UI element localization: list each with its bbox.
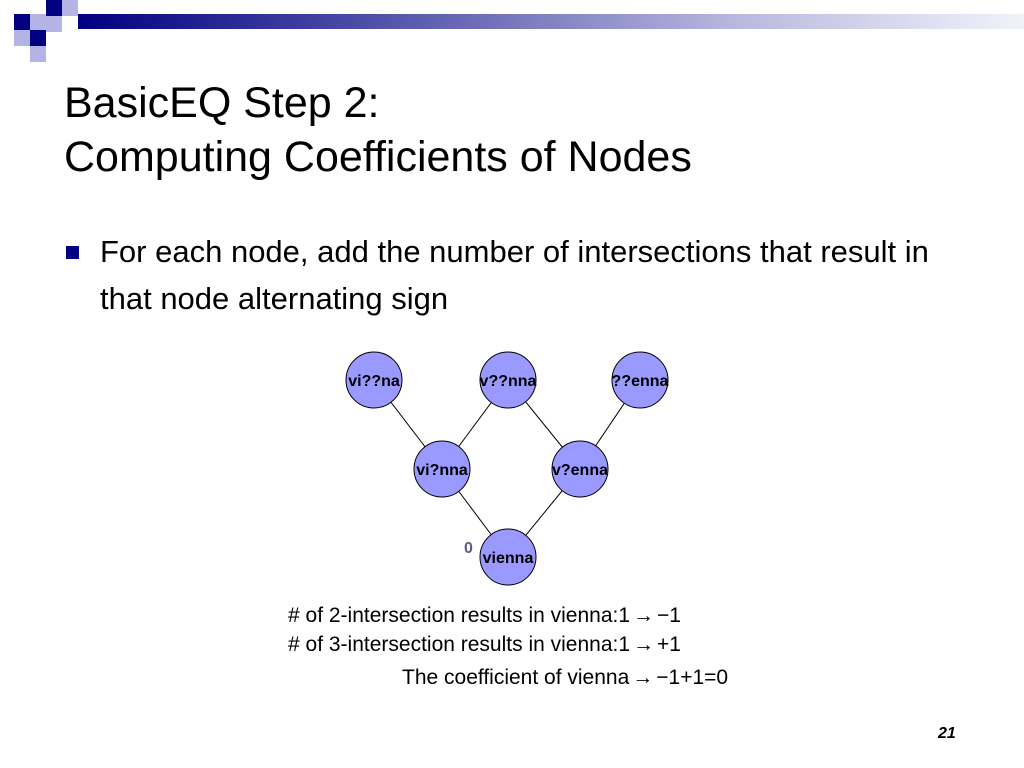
node-circle (479, 528, 537, 586)
nodes: vi??na v??nna ??enna vi?nna v?enna vienna (345, 351, 669, 586)
edge-n1-n4 (373, 379, 443, 470)
bullet-text: For each node, add the number of interse… (100, 234, 929, 316)
node-label: vi?nna (416, 462, 468, 479)
result-line-2-text: # of 3-intersection results in vienna:1 (288, 633, 631, 656)
node-viqnna: vi?nna (413, 440, 471, 498)
arrow-right-icon: → (633, 604, 655, 627)
result-line-3-value: −1+1=0 (656, 666, 729, 689)
result-line-2-value: +1 (657, 633, 681, 656)
node-circle (611, 351, 669, 409)
result-line-1-value: −1 (657, 604, 681, 627)
edge-n3-n5 (579, 379, 641, 470)
result-line-1: # of 2-intersection results in vienna:1→… (288, 601, 681, 631)
bullet-item: For each node, add the number of interse… (64, 228, 984, 322)
node-label: v??nna (480, 373, 537, 390)
node-circle (345, 351, 403, 409)
node-circle (479, 351, 537, 409)
node-viqqna: vi??na (345, 351, 403, 409)
node-label: vi??na (348, 373, 400, 390)
node-label: v?enna (552, 462, 608, 479)
slide-title: BasicEQ Step 2: Computing Coefficients o… (64, 76, 994, 184)
corner-square-3 (14, 30, 30, 46)
node-label: vienna (483, 550, 534, 567)
coefficient-label: 0 (464, 540, 473, 557)
corner-square-2 (30, 14, 46, 30)
edges (373, 379, 641, 558)
corner-square-5 (46, 0, 62, 16)
bullet-square-icon (66, 246, 79, 259)
result-line-3: The coefficient of vienna→−1+1=0 (402, 663, 728, 693)
header-gradient-bar (78, 14, 1024, 29)
arrow-right-icon: → (633, 633, 655, 656)
node-vienna: vienna (479, 528, 537, 586)
node-circle (413, 440, 471, 498)
edge-n5-n6 (507, 468, 581, 558)
corner-square-7 (46, 16, 62, 32)
corner-square-6 (62, 0, 78, 16)
result-line-2: # of 3-intersection results in vienna:1→… (288, 630, 681, 660)
corner-square-1 (14, 14, 30, 30)
edge-n4-n6 (441, 468, 509, 558)
edge-n2-n5 (507, 379, 581, 470)
result-line-3-text: The coefficient of vienna (402, 666, 630, 689)
page-number: 21 (938, 725, 956, 742)
arrow-right-icon: → (632, 666, 654, 689)
title-line-1: BasicEQ Step 2: (64, 79, 380, 127)
corner-square-4 (30, 30, 46, 46)
corner-square-8 (30, 46, 46, 62)
node-vqenna: v?enna (551, 440, 609, 498)
node-circle (551, 440, 609, 498)
node-qqenna: ??enna (611, 351, 669, 409)
node-vqqnna: v??nna (479, 351, 537, 409)
title-line-2: Computing Coefficients of Nodes (64, 133, 692, 181)
edge-n2-n4 (441, 379, 509, 470)
node-label: ??enna (612, 373, 669, 390)
result-line-1-text: # of 2-intersection results in vienna:1 (288, 604, 631, 627)
